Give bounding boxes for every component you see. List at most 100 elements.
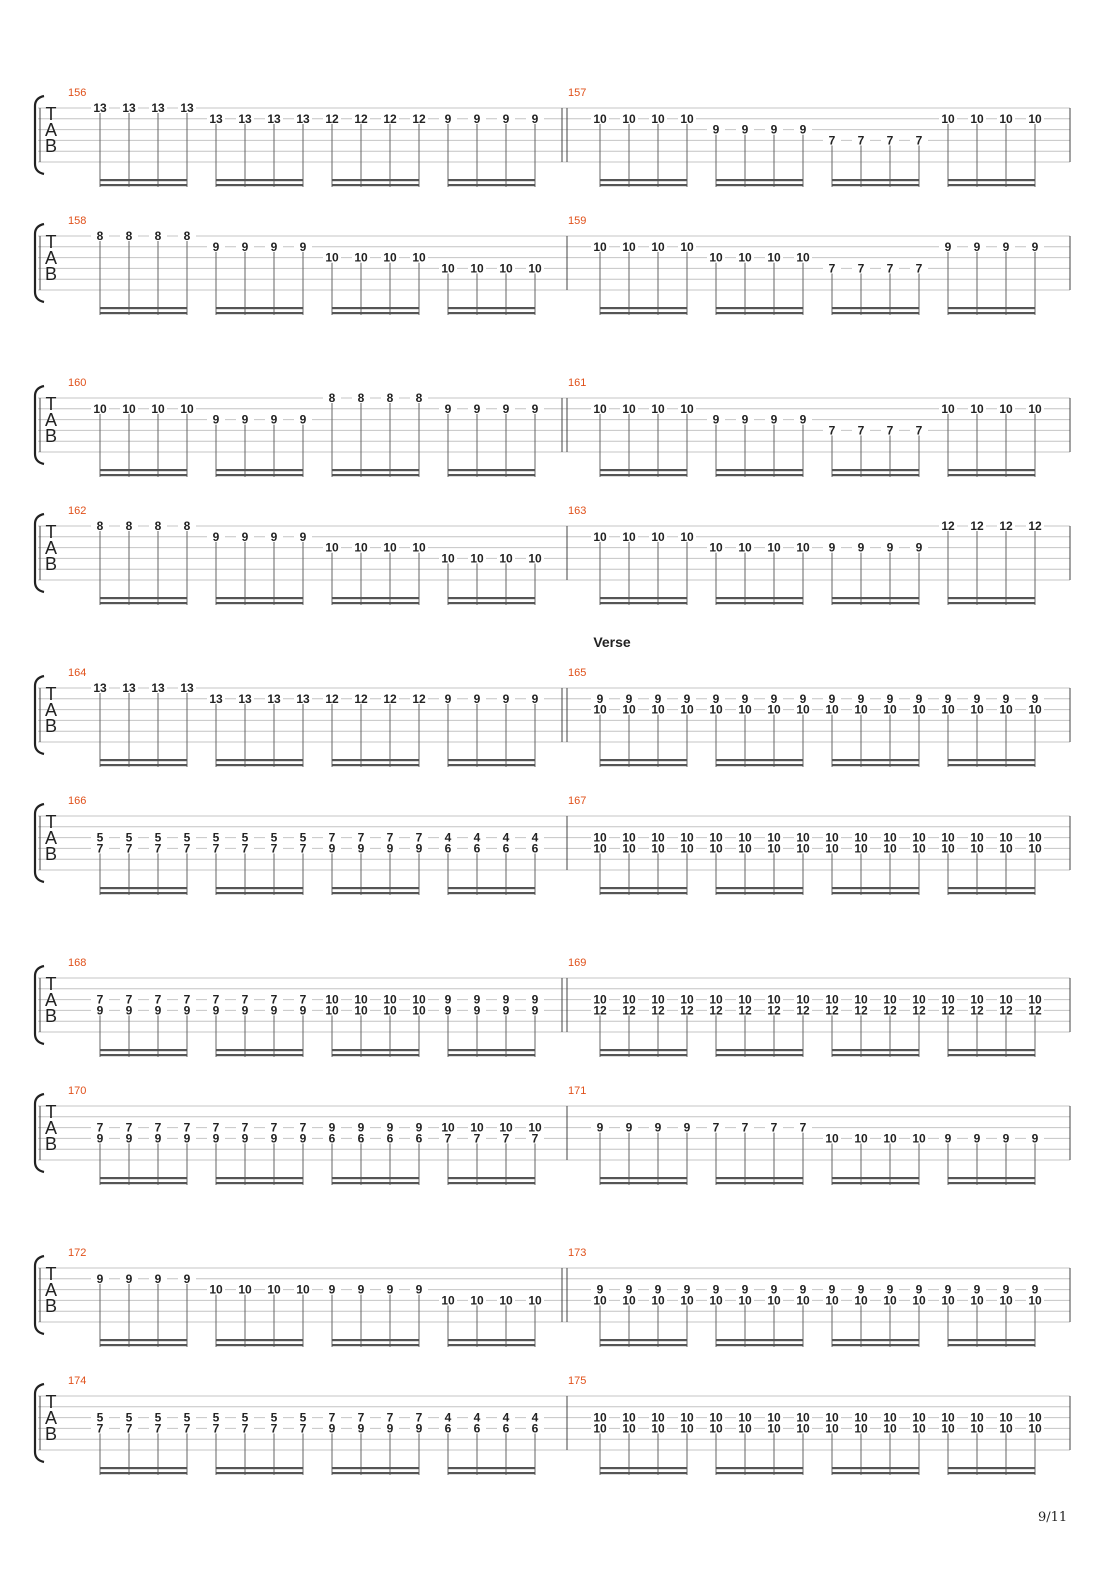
fret-backdrop: [178, 831, 196, 843]
fret-number: 10: [593, 703, 607, 717]
fret-number: 7: [532, 1131, 539, 1145]
fret-number: 5: [97, 1411, 104, 1425]
fret-backdrop: [765, 123, 783, 135]
fret-backdrop: [207, 831, 225, 843]
fret-backdrop: [91, 402, 109, 414]
fret-number: 9: [271, 530, 278, 544]
fret-number: 10: [209, 1283, 223, 1297]
fret-backdrop: [381, 392, 399, 403]
fret-backdrop: [997, 1294, 1015, 1306]
fret-number: 9: [416, 1121, 423, 1135]
fret-backdrop: [620, 530, 638, 542]
fret-backdrop: [997, 1004, 1015, 1016]
fret-backdrop: [294, 1121, 312, 1133]
beam: [448, 307, 535, 310]
fret-number: 9: [242, 530, 249, 544]
beam: [716, 1054, 803, 1057]
beam: [448, 1344, 535, 1347]
beam: [216, 1467, 303, 1470]
beam: [216, 1339, 303, 1342]
fret-backdrop: [265, 1132, 283, 1144]
beam: [448, 597, 535, 600]
beam: [948, 1177, 1035, 1180]
fret-number: 9: [445, 993, 452, 1007]
fret-backdrop: [381, 1121, 399, 1133]
tab-letter: B: [45, 1424, 57, 1444]
fret-backdrop: [736, 251, 754, 263]
fret-backdrop: [678, 842, 696, 854]
fret-backdrop: [381, 541, 399, 553]
fret-backdrop: [939, 703, 957, 715]
tab-letter: T: [46, 232, 57, 252]
fret-number: 10: [912, 703, 926, 717]
fret-backdrop: [497, 692, 515, 704]
beam: [716, 179, 803, 182]
fret-backdrop: [620, 831, 638, 843]
fret-backdrop: [707, 123, 725, 135]
fret-backdrop: [497, 1411, 515, 1423]
fret-number: 7: [213, 1121, 220, 1135]
fret-number: 9: [532, 402, 539, 416]
fret-number: 10: [180, 402, 194, 416]
fret-number: 9: [358, 1283, 365, 1297]
tab-letter: B: [45, 1006, 57, 1026]
beam: [716, 1472, 803, 1475]
fret-backdrop: [410, 692, 428, 704]
fret-number: 6: [329, 1131, 336, 1145]
fret-backdrop: [439, 402, 457, 414]
fret-number: 9: [829, 692, 836, 706]
fret-number: 13: [180, 101, 194, 115]
fret-backdrop: [968, 402, 986, 414]
beam: [716, 307, 803, 310]
fret-number: 10: [738, 993, 752, 1007]
beam: [216, 1177, 303, 1180]
fret-number: 9: [184, 1272, 191, 1286]
fret-number: 9: [597, 1283, 604, 1297]
fret-number: 7: [416, 1411, 423, 1425]
beam: [332, 307, 419, 310]
fret-backdrop: [294, 530, 312, 542]
fret-number: 10: [941, 112, 955, 126]
fret-backdrop: [91, 842, 109, 854]
fret-number: 10: [622, 841, 636, 855]
fret-backdrop: [852, 1004, 870, 1016]
fret-number: 9: [242, 1003, 249, 1017]
fret-number: 9: [300, 1131, 307, 1145]
fret-number: 7: [155, 841, 162, 855]
fret-number: 12: [709, 1003, 723, 1017]
fret-backdrop: [678, 703, 696, 715]
beam: [332, 474, 419, 477]
fret-number: 13: [151, 681, 165, 695]
fret-number: 13: [151, 101, 165, 115]
fret-backdrop: [294, 692, 312, 704]
fret-number: 7: [97, 841, 104, 855]
fret-number: 9: [184, 1131, 191, 1145]
fret-number: 7: [213, 993, 220, 1007]
fret-backdrop: [468, 112, 486, 124]
fret-backdrop: [323, 1004, 341, 1016]
fret-backdrop: [707, 703, 725, 715]
fret-backdrop: [468, 993, 486, 1005]
fret-backdrop: [910, 541, 928, 553]
fret-backdrop: [881, 692, 899, 704]
fret-number: 10: [796, 251, 810, 265]
fret-backdrop: [910, 1283, 928, 1295]
fret-number: 9: [474, 402, 481, 416]
beam: [332, 312, 419, 315]
fret-backdrop: [410, 1411, 428, 1423]
fret-backdrop: [439, 1411, 457, 1423]
fret-number: 10: [593, 1411, 607, 1425]
beam: [600, 474, 687, 477]
bar-number: 156: [68, 87, 86, 99]
fret-backdrop: [468, 1004, 486, 1016]
fret-backdrop: [649, 112, 667, 124]
fret-number: 10: [738, 251, 752, 265]
fret-backdrop: [736, 541, 754, 553]
beam: [832, 892, 919, 895]
fret-backdrop: [265, 1422, 283, 1434]
fret-number: 10: [470, 1293, 484, 1307]
beam: [832, 469, 919, 472]
fret-number: 7: [155, 1421, 162, 1435]
fret-number: 9: [358, 1121, 365, 1135]
fret-number: 10: [622, 1293, 636, 1307]
